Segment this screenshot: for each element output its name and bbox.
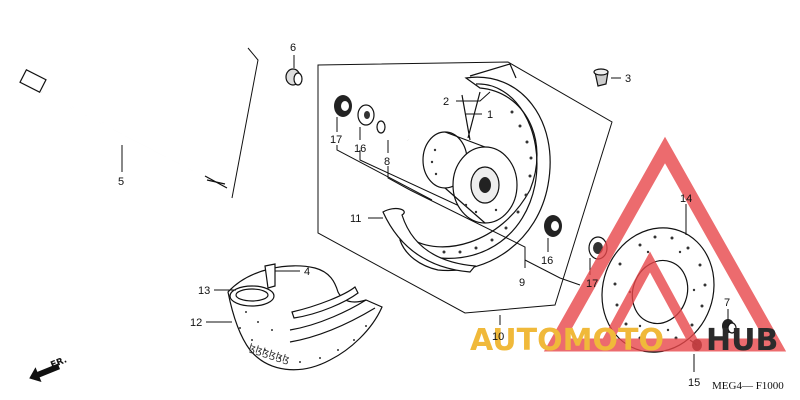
callout-10: 10 bbox=[492, 331, 504, 343]
leader-6-bracket bbox=[231, 47, 259, 199]
callout-8: 8 bbox=[384, 156, 390, 168]
leader-2 bbox=[456, 91, 491, 102]
diagram-code: MEG4— F1000 bbox=[712, 380, 784, 392]
front-axle bbox=[19, 68, 228, 189]
callout-16-left: 16 bbox=[354, 143, 366, 155]
callout-14: 14 bbox=[680, 193, 692, 205]
leader-9-right bbox=[524, 259, 581, 286]
watermark-text-right: HUB bbox=[706, 323, 778, 358]
callout-17-right: 17 bbox=[586, 278, 598, 290]
bearing-left bbox=[334, 95, 352, 117]
callout-7: 7 bbox=[724, 297, 730, 309]
rim-band bbox=[382, 207, 477, 273]
callout-13: 13 bbox=[198, 285, 210, 297]
callout-6: 6 bbox=[290, 42, 296, 54]
callout-15: 15 bbox=[688, 377, 700, 389]
fender-pattern bbox=[239, 311, 367, 363]
watermark-text-left: AUTOMOTO bbox=[470, 323, 664, 358]
callout-12: 12 bbox=[190, 317, 202, 329]
valve-cap bbox=[593, 68, 609, 87]
callout-4: 4 bbox=[304, 266, 310, 278]
front-wheel bbox=[399, 63, 551, 272]
callout-16-right: 16 bbox=[541, 255, 553, 267]
fender-stay bbox=[229, 285, 275, 307]
bearing-right-a bbox=[544, 215, 562, 237]
wheel-perforations bbox=[430, 110, 533, 254]
side-collar bbox=[285, 68, 303, 86]
front-direction-arrow-icon bbox=[29, 363, 61, 383]
assembly-frame bbox=[317, 61, 613, 314]
callout-2: 2 bbox=[443, 96, 449, 108]
callout-1: 1 bbox=[487, 109, 493, 121]
callout-11: 11 bbox=[350, 213, 361, 225]
fender-bracket bbox=[264, 263, 276, 289]
disc-bolt-collar bbox=[722, 319, 737, 334]
callout-17-left: 17 bbox=[330, 134, 342, 146]
callout-5: 5 bbox=[118, 176, 124, 188]
watermark-logo-icon bbox=[543, 136, 787, 352]
distance-collar bbox=[376, 120, 411, 145]
dust-seal-left bbox=[357, 104, 375, 126]
leader-9 bbox=[409, 189, 526, 268]
callout-9: 9 bbox=[519, 277, 525, 289]
callout-3: 3 bbox=[625, 73, 631, 85]
